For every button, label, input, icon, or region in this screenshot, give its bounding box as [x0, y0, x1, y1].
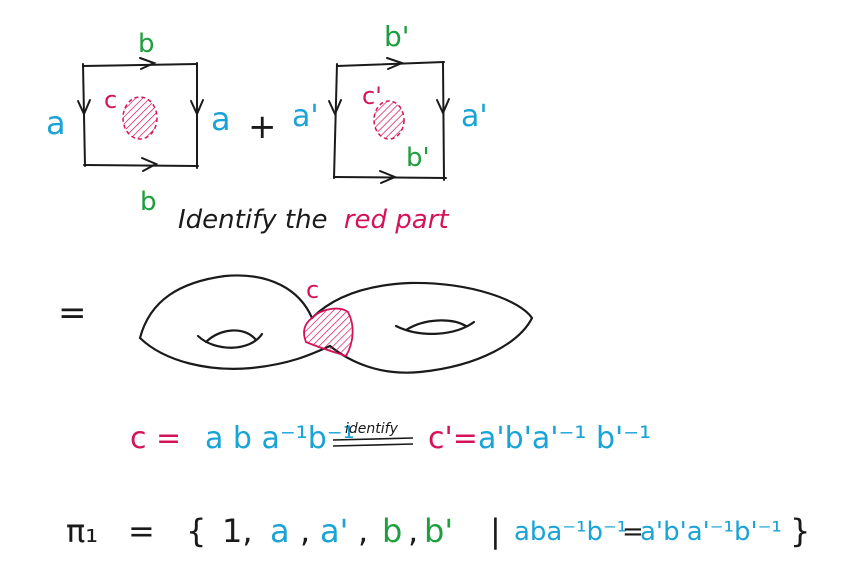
relation-line: c = a b a⁻¹b⁻¹ — [130, 421, 355, 456]
square-1-hatched-disk — [122, 96, 158, 140]
caption-highlight: red part — [344, 205, 450, 235]
square-2-right-label: a' — [461, 99, 488, 134]
identify-underline — [332, 437, 414, 447]
square-2-left-edge — [333, 63, 338, 179]
surface-outline-right — [310, 281, 534, 374]
square-2-right-edge — [442, 61, 445, 181]
caption-prefix: Identify the — [178, 205, 328, 235]
square-2-left-arrow-icon — [328, 99, 342, 117]
pi-line: π₁ = { 1, a , a' , b , b' | — [66, 512, 501, 550]
generator-a: a — [270, 512, 290, 550]
square-1-top-arrow-icon — [139, 57, 157, 70]
surface-hatched-disk — [303, 307, 354, 358]
square-2-bottom-edge — [333, 176, 447, 179]
relation-word2: a'b'a'⁻¹ b'⁻¹ — [478, 421, 651, 456]
comma-2: , — [358, 512, 368, 550]
square-1-top-label: b — [138, 29, 155, 59]
pi-relation-right: a'b'a'⁻¹b'⁻¹ — [640, 517, 782, 547]
square-1-left-label: a — [46, 104, 66, 142]
square-1-right-arrow-icon — [190, 99, 204, 117]
equals-sign: = — [58, 293, 87, 333]
relation-c-lhs: c = — [130, 421, 181, 456]
square-1-disk-label: c — [104, 86, 117, 114]
relation-identify-word: identify — [345, 421, 399, 437]
square-1 — [77, 57, 204, 172]
open-brace: { — [186, 512, 206, 550]
pi-relation-eq: = — [622, 517, 644, 547]
square-2-inner-label: b' — [406, 143, 430, 173]
left-hole-bottom — [196, 332, 264, 349]
close-brace: } — [790, 512, 810, 550]
pi-equals: = — [128, 512, 155, 550]
pi-symbol: π₁ — [66, 512, 98, 550]
pi-relation-left: aba⁻¹b⁻¹ — [514, 517, 627, 547]
square-2-top-arrow-icon — [386, 57, 405, 70]
square-1-right-label: a — [211, 100, 231, 138]
square-1-bottom-label: b — [140, 187, 157, 217]
right-hole-bottom — [394, 320, 476, 335]
relation-c-rhs: c'= — [428, 421, 478, 456]
generator-b: b — [382, 512, 402, 550]
square-2-left-label: a' — [292, 99, 319, 134]
pi-relation: aba⁻¹b⁻¹ = a'b'a'⁻¹b'⁻¹ — [514, 517, 782, 547]
generator-one: 1, — [222, 512, 253, 550]
square-2-top-label: b' — [384, 20, 409, 53]
square-2-bottom-arrow-icon — [379, 170, 398, 184]
square-2-hatched-disk — [373, 100, 405, 140]
comma-1: , — [300, 512, 310, 550]
square-2 — [328, 57, 450, 184]
square-1-top-edge — [82, 63, 198, 67]
right-hole-top — [404, 319, 468, 332]
relation-word1: a b a⁻¹b⁻¹ — [205, 421, 355, 456]
square-1-bottom-arrow-icon — [141, 157, 159, 172]
separator-bar: | — [490, 512, 501, 550]
caption: Identify the red part — [178, 205, 449, 235]
left-hole-top — [204, 329, 258, 344]
plus-sign: + — [248, 107, 277, 147]
genus-two-surface — [138, 274, 534, 374]
square-1-left-arrow-icon — [77, 99, 91, 117]
square-2-top-edge — [336, 61, 445, 67]
surface-disk-label: c — [306, 276, 319, 304]
comma-3: , — [408, 512, 418, 550]
square-2-right-arrow-icon — [436, 98, 450, 116]
generator-b-prime: b' — [424, 512, 453, 550]
square-1-bottom-edge — [83, 164, 199, 167]
generator-a-prime: a' — [320, 512, 348, 550]
square-2-disk-label: c' — [362, 82, 382, 110]
surface-outline-left — [138, 274, 332, 370]
relation-rhs: c'= a'b'a'⁻¹ b'⁻¹ — [428, 421, 651, 456]
